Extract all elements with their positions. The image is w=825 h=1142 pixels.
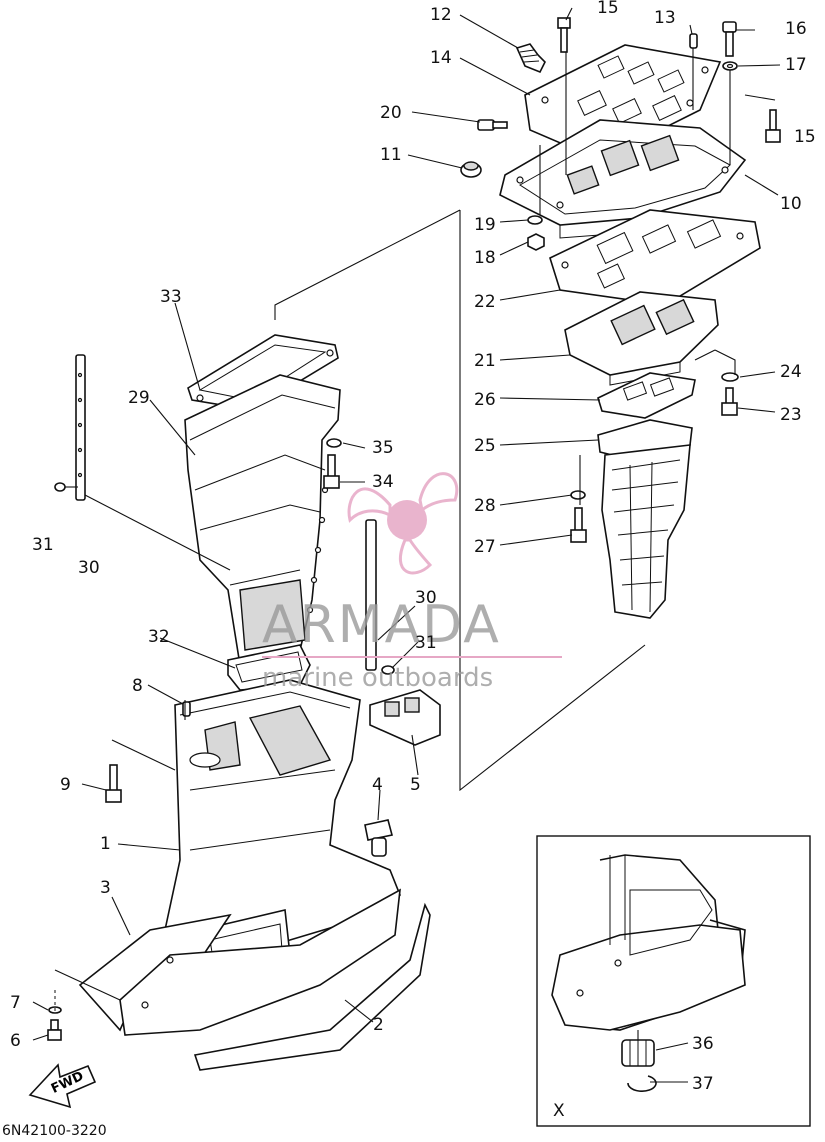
bolt-16 (722, 21, 737, 57)
bottom-cowling-1 (164, 679, 402, 976)
exhaust-guide-10 (499, 119, 747, 239)
rubber-seal-30-left (75, 354, 86, 501)
callout-12: 12 (430, 5, 452, 25)
callout-35: 35 (372, 438, 394, 458)
callout-18: 18 (474, 248, 496, 268)
callout-29: 29 (128, 388, 150, 408)
callout-5: 5 (410, 775, 421, 795)
dowel-8 (182, 701, 191, 717)
callout-24: 24 (780, 362, 802, 382)
callout-13: 13 (654, 8, 676, 28)
bolt-9 (105, 764, 122, 803)
callout-20: 20 (380, 103, 402, 123)
callout-34: 34 (372, 472, 394, 492)
bolt-23 (721, 387, 738, 416)
callout-15-right: 15 (794, 127, 816, 147)
callout-37: 37 (692, 1074, 714, 1094)
clip-31-left (54, 482, 66, 492)
callout-27: 27 (474, 537, 496, 557)
watermark-brand: ARMADA (262, 595, 501, 655)
gasket-33 (187, 334, 339, 411)
anode-36 (621, 1039, 655, 1067)
callout-17: 17 (785, 55, 807, 75)
gasket-22 (549, 209, 761, 306)
callout-1: 1 (100, 834, 111, 854)
callout-31-center: 31 (415, 633, 437, 653)
callout-23: 23 (780, 405, 802, 425)
bolt-34 (323, 454, 340, 489)
callout-3: 3 (100, 878, 111, 898)
clip-31-center (381, 665, 395, 675)
callout-11: 11 (380, 145, 402, 165)
callout-19: 19 (474, 215, 496, 235)
callout-26: 26 (474, 390, 496, 410)
callout-28: 28 (474, 496, 496, 516)
sensor-12 (515, 43, 546, 74)
rubber-seal-30-center (365, 519, 377, 671)
plug-4 (364, 819, 393, 857)
anode-base (119, 888, 401, 1036)
callout-2: 2 (373, 1015, 384, 1035)
washer-17 (722, 61, 738, 71)
upper-casing-29 (184, 374, 341, 666)
bolt-15-right (765, 109, 781, 143)
bolt-27 (570, 507, 587, 543)
watermark-tagline: marine outboards (262, 663, 493, 693)
exhaust-pipe-25 (597, 419, 693, 619)
detail-inset-x (536, 835, 811, 1127)
washer-35 (326, 438, 342, 448)
callout-14: 14 (430, 48, 452, 68)
callout-15-top: 15 (597, 0, 619, 18)
washer-28 (570, 490, 586, 500)
callout-8: 8 (132, 676, 143, 696)
callout-32: 32 (148, 627, 170, 647)
grommet-11 (460, 161, 482, 178)
fwd-arrow-icon (28, 1063, 97, 1109)
callout-16: 16 (785, 19, 807, 39)
callout-30-center: 30 (415, 588, 437, 608)
bolt-15-top (557, 17, 571, 53)
washer-19 (527, 215, 543, 225)
dowel-13 (689, 33, 698, 49)
callout-10: 10 (780, 194, 802, 214)
callout-6: 6 (10, 1031, 21, 1051)
bolt-6 (47, 1019, 62, 1041)
inset-label-x: X (553, 1101, 565, 1121)
exhaust-manifold-21 (564, 291, 719, 386)
callout-4: 4 (372, 775, 383, 795)
callout-33: 33 (160, 287, 182, 307)
diagram-code: 6N42100-3220 (2, 1123, 107, 1139)
gasket-26 (597, 372, 696, 419)
washer-24 (721, 372, 739, 382)
trim-strip-2 (193, 902, 431, 1071)
fitting-20 (477, 119, 508, 131)
callout-21: 21 (474, 351, 496, 371)
callout-22: 22 (474, 292, 496, 312)
watermark-logo (347, 472, 459, 575)
callout-7: 7 (10, 993, 21, 1013)
circlip-37 (627, 1075, 657, 1092)
callout-9: 9 (60, 775, 71, 795)
grille-5 (369, 689, 441, 746)
callout-30-left: 30 (78, 558, 100, 578)
callout-31-left: 31 (32, 535, 54, 555)
nut-18 (527, 233, 545, 251)
callout-25: 25 (474, 436, 496, 456)
callout-36: 36 (692, 1034, 714, 1054)
